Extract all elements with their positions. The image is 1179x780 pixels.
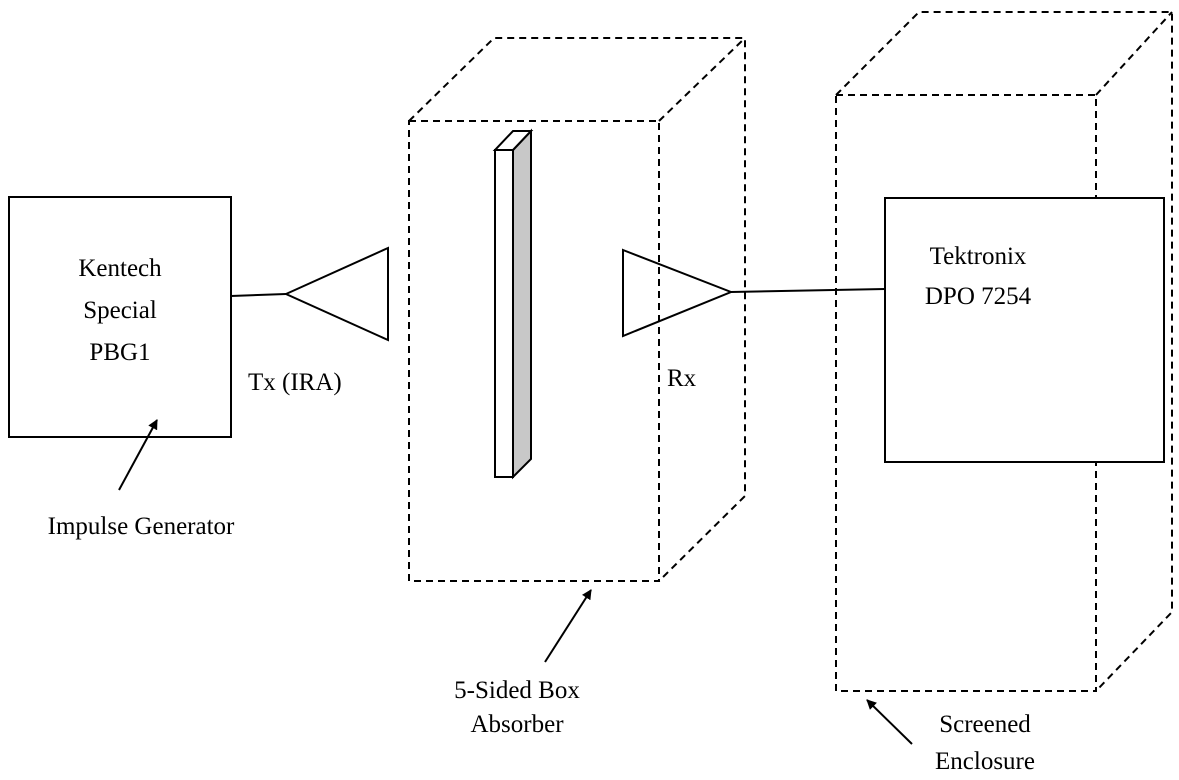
absorber-box: 5-Sided Box Absorber [408, 37, 746, 738]
tx-antenna-horn [283, 246, 389, 342]
panel-front-face [494, 149, 514, 478]
absorber-back-edges [408, 37, 746, 582]
tx-cable [230, 293, 287, 297]
enclosure-back-edges [835, 11, 1173, 692]
generator-label-line-3: PBG1 [89, 339, 150, 366]
tx-antenna: Tx (IRA) [248, 246, 389, 396]
generator-caption: Impulse Generator [48, 513, 235, 540]
oscilloscope-label-line-2: DPO 7254 [925, 283, 1032, 310]
absorber-caption-line-1: 5-Sided Box [454, 677, 580, 704]
generator-label-line-1: Kentech [78, 255, 162, 282]
impulse-generator: Kentech Special PBG1 Impulse Generator [8, 196, 235, 540]
enclosure-depth-edge [1095, 11, 1173, 96]
enclosure-caption: Screened Enclosure [866, 699, 1035, 775]
enclosure-caption-arrow [866, 699, 913, 745]
oscilloscope: Tektronix DPO 7254 [884, 197, 1165, 463]
rx-antenna: Rx [622, 248, 734, 392]
oscilloscope-box [884, 197, 1165, 463]
generator-box [8, 196, 232, 438]
absorber-front-face [408, 120, 660, 582]
oscilloscope-label-line-1: Tektronix [930, 243, 1027, 270]
generator-caption-arrow [118, 419, 158, 491]
absorber-caption-line-2: Absorber [470, 711, 564, 738]
absorber-caption-arrow [544, 589, 592, 663]
rx-label: Rx [667, 365, 697, 392]
panel-side-face [512, 128, 532, 480]
rx-antenna-horn [622, 248, 734, 338]
tx-label: Tx (IRA) [248, 369, 342, 396]
enclosure-caption-line-2: Enclosure [935, 748, 1035, 775]
rx-cable [730, 288, 886, 293]
absorber-depth-edge [658, 37, 746, 122]
enclosure-caption-line-1: Screened [939, 711, 1031, 738]
test-panel [492, 128, 534, 480]
generator-label-line-2: Special [83, 297, 157, 324]
